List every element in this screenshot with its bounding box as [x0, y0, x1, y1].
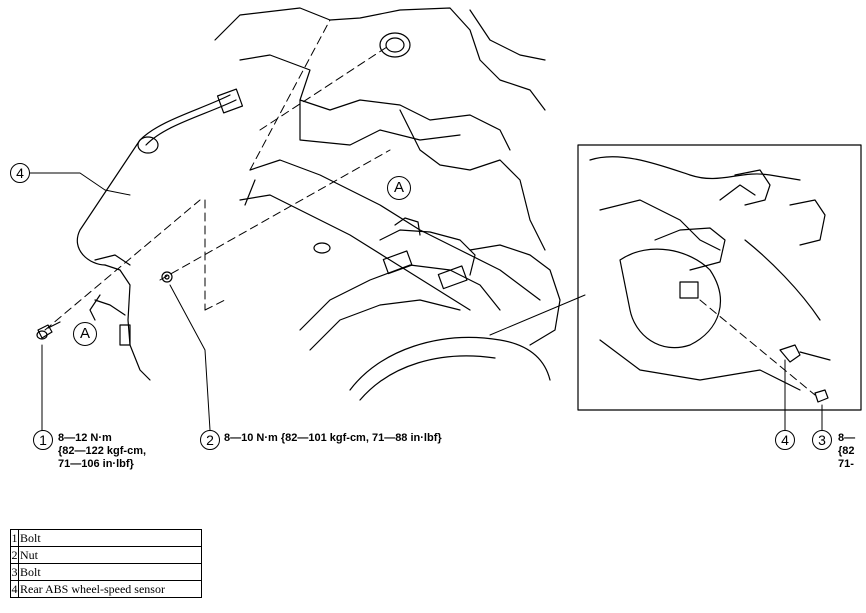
- legend-item-number: 3: [10, 563, 19, 581]
- legend-item-description: Bolt: [18, 529, 202, 547]
- legend-item-description: Rear ABS wheel-speed sensor: [18, 580, 202, 598]
- legend-item-description: Nut: [18, 546, 202, 564]
- callout-3-marker: 3: [812, 430, 832, 450]
- nut-2-drawing: [161, 271, 173, 283]
- rear-abs-sensor-exploded-diagram: [27, 7, 862, 431]
- legend-item-number: 1: [10, 529, 19, 547]
- abs-sensor-harness: [76, 88, 244, 381]
- torque-spec-2: 8—10 N·m {82—101 kgf-cm, 71—88 in·lbf}: [224, 432, 442, 444]
- mark-a-lower: A: [73, 322, 97, 346]
- legend-item-number: 2: [10, 546, 19, 564]
- legend-item-number: 4: [10, 580, 19, 598]
- leader-lines: [27, 172, 823, 431]
- torque-3-line-3: 71-: [838, 458, 854, 470]
- callout-2-marker: 2: [200, 430, 220, 450]
- torque-1-line-3: 71—106 in·lbf}: [58, 458, 134, 470]
- torque-spec-3-cut: 8— {82 71-: [838, 432, 866, 471]
- torque-1-line-1: 8—12 N·m: [58, 432, 112, 444]
- bolt-1-drawing: [36, 321, 61, 340]
- installation-guide-lines: [44, 19, 816, 396]
- torque-3-line-2: {82: [838, 445, 855, 457]
- callout-1-marker: 1: [33, 430, 53, 450]
- magnified-inset: [577, 144, 862, 411]
- torque-1-line-2: {82—122 kgf-cm,: [58, 445, 147, 457]
- torque-3-line-1: 8—: [838, 432, 856, 444]
- callout-4-marker: 4: [10, 163, 30, 183]
- callout-4-inset-marker: 4: [775, 430, 795, 450]
- mark-a-upper: A: [387, 176, 411, 200]
- legend-item-description: Bolt: [18, 563, 202, 581]
- suspension-assembly: [214, 7, 546, 311]
- torque-spec-1: 8—12 N·m {82—122 kgf-cm, 71—106 in·lbf}: [58, 432, 146, 471]
- brake-caliper-and-disc: [299, 217, 561, 401]
